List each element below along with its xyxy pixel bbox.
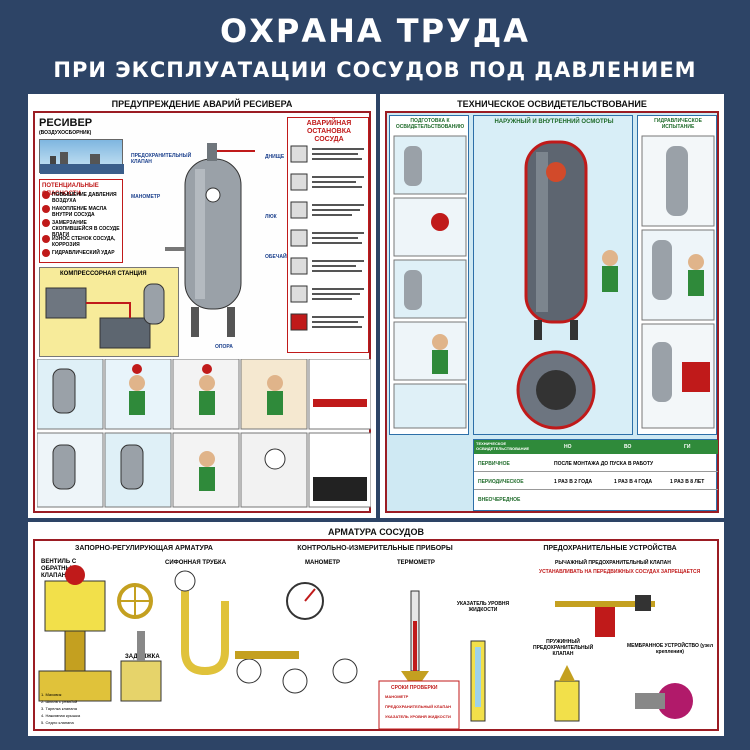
hazards-title: ПОТЕНЦИАЛЬНЫЕ ОПАСНОСТИ [42, 183, 99, 197]
table-row-periodic-vo: 1 РАЗ В 4 ГОДА [614, 479, 653, 485]
table-head-gi: ГИ [684, 444, 691, 450]
hazard-2: НАКОПЛЕНИЕ МАСЛА ВНУТРИ СОСУДА [52, 206, 107, 218]
hazard-3: ЗАМЕРЗАНИЕ СКОПИВШЕЙСЯ В СОСУДЕ ВЛАГИ [52, 220, 120, 238]
checks-box: СРОКИ ПРОВЕРКИ МАНОМЕТР ПРЕДОХРАНИТЕЛЬНЫ… [381, 683, 457, 729]
right-panel: ТЕХНИЧЕСКОЕ ОСВИДЕТЕЛЬСТВОВАНИЕ ПОДГОТОВ… [380, 94, 724, 518]
left-illustration-grid [37, 359, 371, 508]
table-row-periodic-no: 1 РАЗ В 2 ГОДА [554, 479, 593, 485]
table-row: ПЕРИОДИЧЕСКОЕ 1 РАЗ В 2 ГОДА 1 РАЗ В 4 Г… [474, 474, 718, 490]
membrane-label: МЕМБРАННОЕ УСТРОЙСТВО (узел крепления) [626, 643, 714, 655]
sky-image [39, 139, 124, 174]
clouds-illustration [40, 152, 124, 174]
level-label: УКАЗАТЕЛЬ УРОВНЯ ЖИДКОСТИ [456, 601, 510, 613]
receiver-subtitle: (ВОЗДУХОСБОРНИК) [39, 130, 92, 136]
armature-illustrations [38, 565, 693, 730]
table-row: ВНЕОЧЕРЕДНОЕ [474, 492, 718, 508]
compressor-station: КОМПРЕССОРНАЯ СТАНЦИЯ [39, 267, 179, 357]
part-safety-valve: ПРЕДОХРАНИТЕЛЬНЫЙ КЛАПАН [131, 153, 192, 165]
table-row: ПЕРВИЧНОЕ ПОСЛЕ МОНТАЖА ДО ПУСКА В РАБОТ… [474, 456, 718, 472]
lever-valve-label: РЫЧАЖНЫЙ ПРЕДОХРАНИТЕЛЬНЫЙ КЛАПАН [555, 560, 671, 566]
receiver-title: РЕСИВЕР [39, 117, 93, 129]
left-panel: ПРЕДУПРЕЖДЕНИЕ АВАРИЙ РЕСИВЕРА РЕСИВЕР (… [28, 94, 376, 518]
station-diagram [45, 283, 165, 349]
hazard-4: ИЗНОС СТЕНОК СОСУДА, КОРРОЗИЯ [52, 236, 116, 248]
legend-item: 2. Шпиль с резьбой [41, 699, 78, 704]
part-bottom: ДНИЩЕ [265, 154, 285, 160]
prep-title: ПОДГОТОВКА К ОСВИДЕТЕЛЬСТВОВАНИЮ [395, 118, 465, 130]
poster-subtitle: ПРИ ЭКСПЛУАТАЦИИ СОСУДОВ ПОД ДАВЛЕНИЕМ [53, 58, 697, 82]
table-row-periodic-gi: 1 РАЗ В 8 ЛЕТ [670, 479, 705, 485]
hydro-illustrations [641, 135, 715, 429]
stop-title: АВАРИЙНАЯ ОСТАНОВКА СОСУДА [306, 120, 352, 143]
right-panel-title: ТЕХНИЧЕСКОЕ ОСВИДЕТЕЛЬСТВОВАНИЕ [383, 97, 721, 111]
prep-column: ПОДГОТОВКА К ОСВИДЕТЕЛЬСТВОВАНИЮ [389, 115, 469, 435]
siphon-label: СИФОННАЯ ТРУБКА [165, 560, 227, 566]
hazard-markers [42, 191, 50, 257]
lever-valve-note: УСТАНАВЛИВАТЬ НА ПЕРЕДВИЖНЫХ СОСУДАХ ЗАП… [539, 569, 701, 575]
table-head-no: НО [564, 444, 572, 450]
legend-item: 1. Маховик [41, 692, 62, 697]
check-manometer: МАНОМЕТР [385, 694, 409, 699]
shutoff-band: ЗАПОРНО-РЕГУЛИРУЮЩАЯ АРМАТУРА [75, 545, 213, 552]
spring-valve-label: ПРУЖИННЫЙ ПРЕДОХРАНИТЕЛЬНЫЙ КЛАПАН [533, 639, 594, 657]
table-row-primary-value: ПОСЛЕ МОНТАЖА ДО ПУСКА В РАБОТУ [554, 461, 654, 467]
prep-illustrations [393, 135, 467, 429]
inspection-illustration [516, 140, 618, 430]
valve-legend: 1. Маховик 2. Шпиль с резьбой 3. Тарелка… [41, 691, 111, 731]
checks-title: СРОКИ ПРОВЕРКИ [391, 685, 438, 691]
receiver-header: РЕСИВЕР (ВОЗДУХОСБОРНИК) [37, 115, 117, 136]
inspection-column: НАРУЖНЫЙ И ВНУТРЕННИЙ ОСМОТРЫ [473, 115, 633, 435]
emergency-stop-column: АВАРИЙНАЯ ОСТАНОВКА СОСУДА [287, 117, 369, 353]
stop-conditions-list [290, 145, 364, 331]
part-support: ОПОРА [215, 344, 233, 350]
bottom-panel-frame: ЗАПОРНО-РЕГУЛИРУЮЩАЯ АРМАТУРА КОНТРОЛЬНО… [33, 539, 719, 731]
poster-title: ОХРАНА ТРУДА [220, 12, 530, 50]
safety-band: ПРЕДОХРАНИТЕЛЬНЫЕ УСТРОЙСТВА [543, 545, 677, 552]
hazard-5: ГИДРАВЛИЧЕСКИЙ УДАР [52, 250, 115, 256]
part-manometer: МАНОМЕТР [131, 194, 161, 200]
hazard-1: ПОВЫШЕНИЕ ДАВЛЕНИЯ ВОЗДУХА [52, 192, 117, 204]
hazards-box: ПОТЕНЦИАЛЬНЫЕ ОПАСНОСТИ ПОВЫШЕНИЕ ДАВЛЕН… [39, 179, 123, 263]
valve-label: ВЕНТИЛЬ С ОБРАТНЫМ КЛАПАНОМ [41, 559, 77, 579]
table-row-periodic: ПЕРИОДИЧЕСКОЕ [478, 479, 524, 485]
table-header-row: ТЕХНИЧЕСКОЕ ОСВИДЕТЕЛЬСТВОВАНИЕ НО ВО ГИ [474, 440, 718, 454]
receiver-tank [165, 143, 255, 337]
instruments-band: КОНТРОЛЬНО-ИЗМЕРИТЕЛЬНЫЕ ПРИБОРЫ [297, 545, 453, 552]
inspection-schedule-table: ТЕХНИЧЕСКОЕ ОСВИДЕТЕЛЬСТВОВАНИЕ НО ВО ГИ… [473, 439, 718, 511]
station-title: КОМПРЕССОРНАЯ СТАНЦИЯ [60, 271, 147, 277]
thermometer-label: ТЕРМОМЕТР [397, 560, 435, 566]
hydro-column: ГИДРАВЛИЧЕСКОЕ ИСПЫТАНИЕ [637, 115, 717, 435]
table-row-primary: ПЕРВИЧНОЕ [478, 461, 510, 467]
hydro-title: ГИДРАВЛИЧЕСКОЕ ИСПЫТАНИЕ [654, 118, 702, 130]
bottom-panel-title: АРМАТУРА СОСУДОВ [31, 525, 721, 539]
legend-item: 3. Тарелка клапана [41, 706, 77, 711]
legend-item: 4. Нажимная крышка [41, 713, 81, 718]
left-panel-title: ПРЕДУПРЕЖДЕНИЕ АВАРИЙ РЕСИВЕРА [31, 97, 373, 111]
manometer-label: МАНОМЕТР [305, 560, 340, 566]
part-shell: ОБЕЧАЙКА [265, 254, 294, 260]
table-head-type: ТЕХНИЧЕСКОЕ ОСВИДЕТЕЛЬСТВОВАНИЕ [476, 441, 530, 451]
legend-item: 5. Седло клапана [41, 720, 74, 725]
left-panel-frame: РЕСИВЕР (ВОЗДУХОСБОРНИК) ПОТЕНЦИАЛЬНЫЕ О… [33, 111, 371, 513]
check-safety-valve: ПРЕДОХРАНИТЕЛЬНЫЙ КЛАПАН [385, 704, 451, 709]
check-level: УКАЗАТЕЛЬ УРОВНЯ ЖИДКОСТИ [385, 714, 451, 719]
table-row-extra: ВНЕОЧЕРЕДНОЕ [478, 497, 521, 503]
inspection-title: НАРУЖНЫЙ И ВНУТРЕННИЙ ОСМОТРЫ [494, 119, 614, 125]
bottom-panel: АРМАТУРА СОСУДОВ ЗАПОРНО-РЕГУЛИРУЮЩАЯ АР… [28, 522, 724, 736]
table-head-vo: ВО [624, 444, 632, 450]
part-hatch: ЛЮК [265, 214, 277, 220]
right-panel-frame: ПОДГОТОВКА К ОСВИДЕТЕЛЬСТВОВАНИЮ НАРУЖНЫ… [385, 111, 719, 513]
